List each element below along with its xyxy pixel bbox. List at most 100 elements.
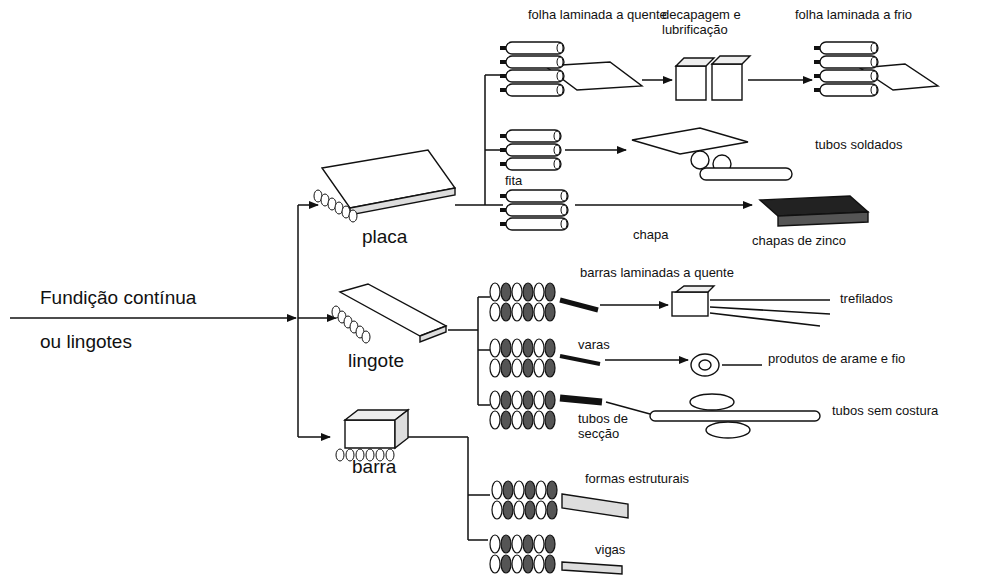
- flow-lines: [10, 75, 812, 540]
- ingot-shape: [340, 284, 446, 336]
- product-label: formas estruturais: [585, 472, 689, 487]
- roll-shaft: [814, 46, 820, 50]
- grooved-roll: [545, 339, 555, 357]
- roll-shaft: [500, 162, 506, 166]
- slab-edge: [350, 188, 455, 215]
- grooved-roll: [514, 481, 524, 499]
- draw-bench: [672, 292, 708, 316]
- grooved-roll: [534, 555, 544, 573]
- grooved-roll: [523, 283, 533, 301]
- grooved-roll: [536, 481, 546, 499]
- flow-arrow: [605, 359, 688, 361]
- drawn-bar: [710, 300, 830, 326]
- grooved-roll: [501, 303, 511, 321]
- mill-roll: [506, 204, 568, 216]
- grooved-roll: [512, 391, 522, 409]
- roll-shaft: [500, 148, 506, 152]
- weld-roll: [691, 151, 709, 169]
- product-label: folha laminada a quente: [528, 8, 667, 23]
- roll-end: [557, 43, 563, 53]
- stock-shapes: [322, 56, 938, 574]
- stage-label: lingote: [348, 350, 404, 372]
- grooved-roll: [501, 555, 511, 573]
- grooved-roll: [492, 501, 502, 519]
- flow-line: [722, 364, 762, 366]
- grooved-roll: [545, 283, 555, 301]
- product-label: tubos de secção: [578, 412, 640, 442]
- grooved-roll: [545, 391, 555, 409]
- roll-end: [554, 131, 560, 141]
- grooved-roll: [525, 501, 535, 519]
- grooved-roll: [501, 411, 511, 429]
- bar-block: [345, 420, 395, 448]
- grooved-roll: [490, 535, 500, 553]
- main-line: [10, 317, 296, 319]
- roll-shaft: [500, 88, 506, 92]
- product-label: chapas de zinco: [752, 234, 846, 249]
- roll-shaft: [500, 134, 506, 138]
- product-label: folha laminada a frio: [795, 8, 912, 23]
- grooved-roll: [512, 303, 522, 321]
- product-label: vigas: [595, 543, 625, 558]
- flow-arrow: [575, 204, 752, 206]
- roll-shaft: [500, 74, 506, 78]
- roll-end: [871, 43, 877, 53]
- wire-coil: [699, 360, 711, 370]
- grooved-roll: [534, 391, 544, 409]
- grooved-roll: [501, 359, 511, 377]
- grooved-roll: [490, 411, 500, 429]
- branch-line: [298, 204, 318, 206]
- conveyor-roller: [336, 449, 344, 461]
- mill-roll: [506, 130, 561, 142]
- grooved-roll: [545, 359, 555, 377]
- zinc-sheets-edge: [778, 212, 868, 226]
- source-label: Fundição contínua ou lingotes: [40, 276, 210, 364]
- roll-shaft: [500, 222, 506, 226]
- flow-arrow: [748, 79, 812, 81]
- mill-roll: [820, 84, 878, 96]
- grooved-roll: [534, 303, 544, 321]
- pickling-tank-top: [676, 58, 714, 66]
- welded-tube: [700, 168, 792, 180]
- grooved-roll: [503, 501, 513, 519]
- grooved-roll: [512, 535, 522, 553]
- grooved-roll: [545, 411, 555, 429]
- roll-end: [871, 71, 877, 81]
- mill-roll: [506, 70, 564, 82]
- product-label: tubos sem costura: [832, 404, 938, 419]
- grooved-roll: [490, 359, 500, 377]
- grooved-roll: [490, 283, 500, 301]
- roll-end: [557, 85, 563, 95]
- grooved-roll: [501, 535, 511, 553]
- rod: [560, 356, 600, 364]
- product-label: chapa: [633, 228, 668, 243]
- grooved-roll: [523, 303, 533, 321]
- bar-block-side: [395, 410, 408, 448]
- stage-label: placa: [362, 226, 407, 248]
- roll-shaft: [500, 194, 506, 198]
- grooved-roll: [512, 283, 522, 301]
- mill-roll: [506, 218, 568, 230]
- rolling-mills: [314, 42, 878, 573]
- branch-line: [448, 297, 490, 405]
- roll-end: [554, 159, 560, 169]
- grooved-roll: [523, 359, 533, 377]
- grooved-roll: [512, 555, 522, 573]
- strip-sheet: [632, 128, 748, 154]
- grooved-roll: [547, 501, 557, 519]
- roll-shaft: [814, 74, 820, 78]
- mill-roll: [820, 70, 878, 82]
- roll-end: [561, 205, 567, 215]
- wire-coil: [691, 354, 719, 376]
- bar-lines: [560, 300, 830, 402]
- grooved-roll: [490, 303, 500, 321]
- conveyor-roller: [349, 210, 357, 222]
- roll-end: [554, 145, 560, 155]
- branch-line: [405, 437, 490, 540]
- draw-bench-top: [676, 286, 714, 292]
- ingot-edge: [420, 326, 446, 342]
- roll-shaft: [814, 60, 820, 64]
- grooved-roll: [534, 359, 544, 377]
- grooved-roll: [525, 481, 535, 499]
- product-label: fita: [505, 174, 522, 189]
